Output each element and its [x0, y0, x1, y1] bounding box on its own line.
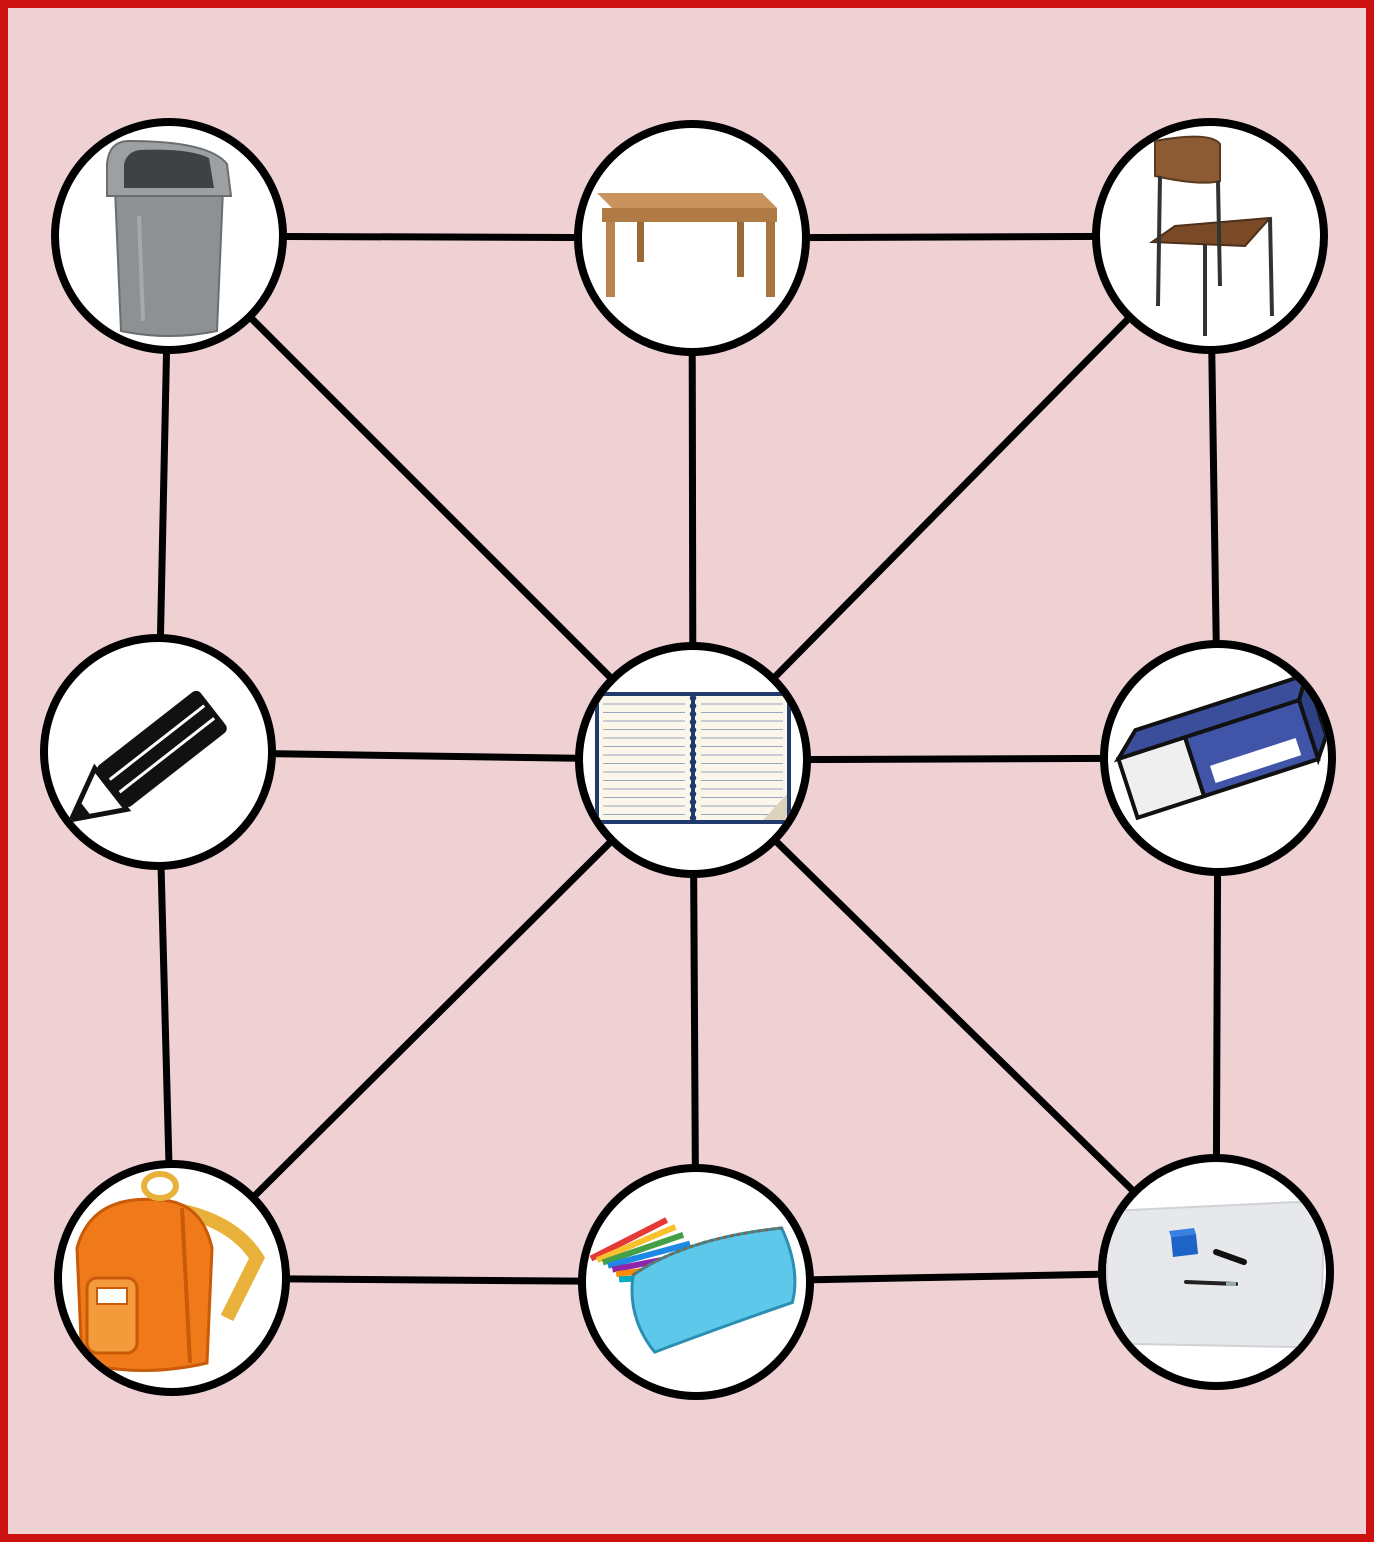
- trash-bin-icon: [107, 141, 231, 336]
- node-table[interactable]: [578, 124, 806, 352]
- whiteboard-icon: [1106, 1202, 1324, 1347]
- node-pencil[interactable]: [44, 638, 272, 866]
- node-eraser[interactable]: [1104, 644, 1333, 872]
- node-pencil-case[interactable]: [582, 1168, 810, 1396]
- node-trash-bin[interactable]: [55, 122, 283, 350]
- node-whiteboard[interactable]: [1102, 1158, 1330, 1386]
- node-backpack[interactable]: [58, 1164, 286, 1392]
- node-notebook[interactable]: [579, 646, 807, 874]
- notebook-icon: [595, 692, 791, 824]
- nodes: [44, 122, 1333, 1396]
- node-chair[interactable]: [1096, 122, 1324, 350]
